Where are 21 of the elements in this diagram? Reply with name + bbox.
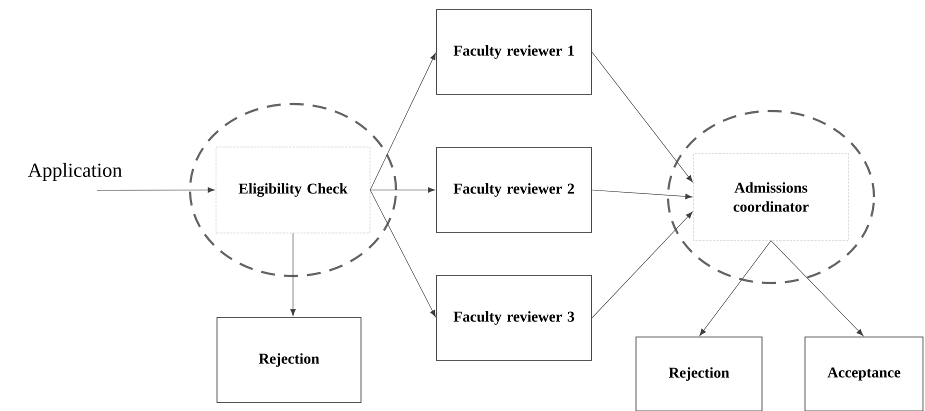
arrow bbox=[770, 240, 864, 336]
arrow bbox=[370, 52, 436, 190]
arrow bbox=[592, 190, 692, 200]
process-box: Faculty reviewer 2 bbox=[436, 147, 592, 233]
arrow bbox=[592, 212, 693, 318]
process-box: Rejection bbox=[636, 336, 762, 411]
dashed-ellipse bbox=[188, 102, 398, 278]
process-box: Acceptance bbox=[804, 336, 924, 411]
arrow bbox=[699, 240, 772, 336]
input-label: Application bbox=[28, 162, 122, 182]
arrow bbox=[592, 52, 693, 182]
arrow bbox=[96, 187, 215, 193]
dashed-ellipse bbox=[666, 110, 876, 284]
process-box: Rejection bbox=[216, 317, 362, 403]
arrow bbox=[370, 190, 436, 318]
process-box: Eligibility Check bbox=[216, 146, 370, 234]
arrow bbox=[290, 232, 296, 316]
process-box: Admissions coordinator bbox=[693, 153, 849, 241]
process-box: Faculty reviewer 1 bbox=[436, 9, 592, 95]
arrow bbox=[370, 187, 436, 193]
process-box: Faculty reviewer 3 bbox=[436, 275, 592, 361]
